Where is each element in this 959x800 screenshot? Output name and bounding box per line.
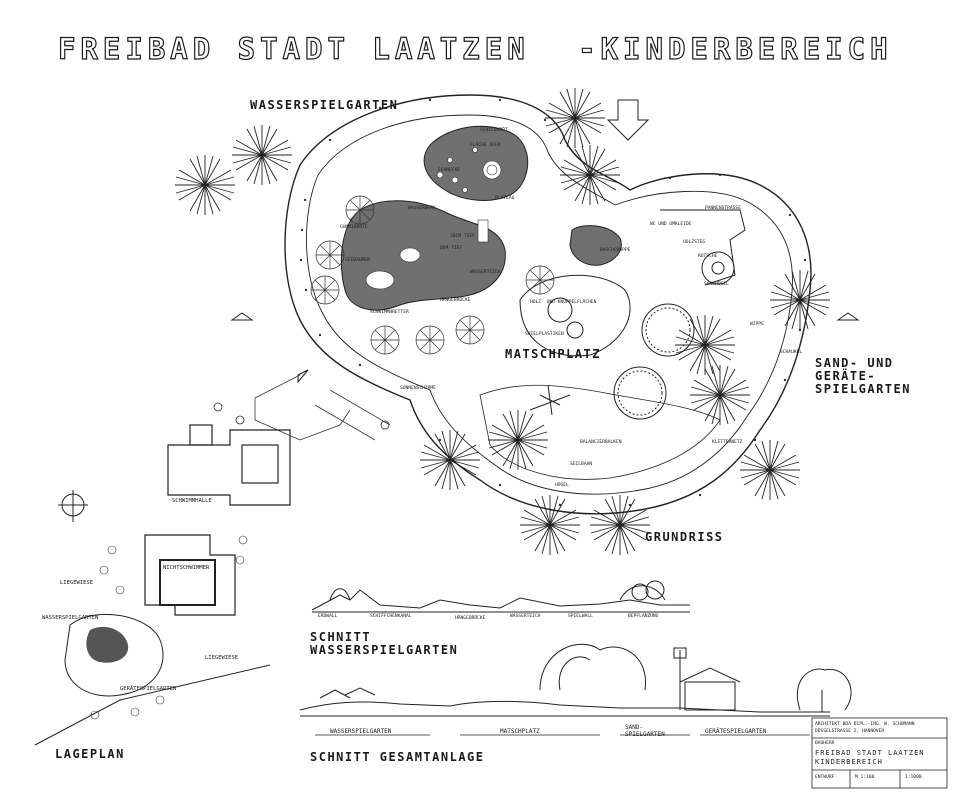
note-a1: SCHILDKRÖT <box>480 128 508 133</box>
section-gesamtanlage <box>299 643 852 717</box>
label-matschplatz: MATSCHPLATZ <box>505 347 601 361</box>
section-wasserspielgarten <box>311 580 690 613</box>
note-a14: HOLZ- UND KNÜPPELFLÄCHEN <box>530 300 597 305</box>
note-a16: PANNENSTRASSE <box>705 206 741 211</box>
note-a26: HÜGEL <box>555 483 569 488</box>
note-a22: KLETTERNETZ <box>712 440 743 445</box>
project-sub: KINDERBEREICH <box>815 758 883 766</box>
note-a6: GUMMIBOOTE <box>340 225 368 230</box>
tb-field-3: 1:1000 <box>905 775 922 780</box>
architect-line-2: DÜSSELSTRASSE 2, HANNOVER <box>815 729 885 734</box>
note-s6: BEPFLANZUNG <box>628 614 659 619</box>
title-sub: -KINDERBEREICH <box>578 31 893 66</box>
tb-field-1: ENTWURF <box>815 775 835 780</box>
note-a2: FLACHE UFER <box>470 143 501 148</box>
label-liegewiese-2: LIEGEWIESE <box>205 655 239 661</box>
label-nichtschwimmer: NICHTSCHWIMMER <box>163 565 210 571</box>
note-a3: SCHNECKE <box>438 168 461 173</box>
label-grundriss: GRUNDRISS <box>645 530 724 544</box>
note-a24: BALANCIERBALKEN <box>580 440 622 445</box>
label-liegewiese-1: LIEGEWIESE <box>60 580 94 586</box>
buildings <box>144 424 291 616</box>
note-a11: HÄNGEBRÜCKE <box>440 298 471 303</box>
note-a13: BUSCHGRUPPE <box>600 248 631 253</box>
label-geraetespielgarten-small: GERÄTESPIELGARTEN <box>120 686 177 692</box>
section-label-matsch: MATSCHPLATZ <box>500 728 540 735</box>
section-label-wasser: WASSERSPIELGARTEN <box>330 728 392 735</box>
water-pools <box>340 125 622 311</box>
note-a21: WIPPE <box>750 322 764 327</box>
section-label-geraete: GERÄTESPIELGARTEN <box>705 728 767 735</box>
title-main: FREIBAD STADT LAATZEN <box>57 31 530 66</box>
note-s4: WASSERTEICH <box>510 614 541 619</box>
label-sand-3: SPIELGARTEN <box>815 382 911 396</box>
project-name: FREIBAD STADT LAATZEN <box>815 749 925 757</box>
note-a17: WC UND UMKLEIDE <box>650 222 692 227</box>
note-a15: SPIELPLASTIKEN <box>525 332 564 337</box>
note-a19: RUTSCHE <box>698 254 718 259</box>
label-sand-2: GERÄTE- <box>815 369 877 383</box>
architect-line-1: ARCHITEKT BDA DIPL.-ING. W. SCHUMANN <box>815 722 915 727</box>
note-a23: SCHAUKEL <box>780 350 803 355</box>
note-a8: DEM TIEF <box>440 246 463 251</box>
note-s3: HÄNGEBRÜCKE <box>455 616 486 621</box>
note-a7: SEEBAUMEN <box>345 258 370 263</box>
title-block <box>811 717 948 789</box>
label-schwimmhalle: SCHWIMMHALLE <box>172 498 212 504</box>
note-a18: HOLZSTEG <box>683 240 706 245</box>
note-a12: SCHWIMMBRETTER <box>370 310 409 315</box>
site-plan-pool <box>34 535 271 746</box>
note-a20: SANDHÜGEL <box>704 282 729 287</box>
note-a27: SONNENSCHIRME <box>400 386 436 391</box>
label-schnitt-1b: WASSERSPIELGARTEN <box>310 643 459 657</box>
note-a5: PLATEAU <box>495 196 515 201</box>
note-a25: SEILBAHN <box>570 462 593 467</box>
note-a9: 30CM TIEF <box>450 234 475 239</box>
note-a10: WASSERTEICH <box>470 270 501 275</box>
label-sand-1: SAND- UND <box>815 356 894 370</box>
note-s1: ERDWALL <box>318 614 338 619</box>
page-title: FREIBAD STADT LAATZEN -KINDERBEREICH <box>57 31 893 66</box>
note-s2: SCHIFFCHENKANAL <box>370 614 412 619</box>
label-wasserspielgarten-small: WASSERSPIELGARTEN <box>42 615 99 621</box>
label-schnitt-1a: SCHNITT <box>310 630 372 644</box>
tb-field-2: M 1:100 <box>855 775 875 780</box>
note-a4: WASSERWERK <box>408 206 436 211</box>
note-s5: SPIELWALL <box>568 614 593 619</box>
client-label: BAUHERR <box>815 741 835 746</box>
section-label-sand-1: SAND- <box>625 724 644 731</box>
label-lageplan: LAGEPLAN <box>55 747 125 761</box>
label-schnitt-2: SCHNITT GESAMTANLAGE <box>310 750 485 764</box>
label-wasserspielgarten: WASSERSPIELGARTEN <box>250 98 399 112</box>
section-label-sand-2: SPIELGARTEN <box>625 731 665 738</box>
